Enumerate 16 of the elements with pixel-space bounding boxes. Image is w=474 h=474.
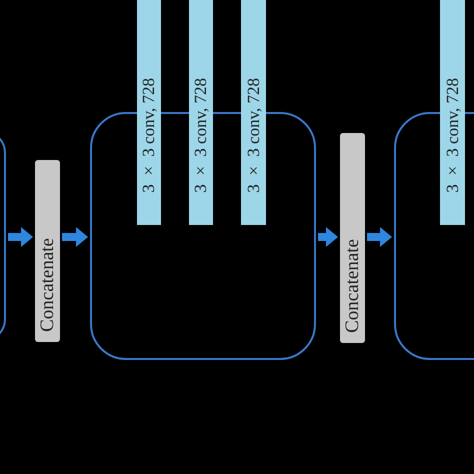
concatenate-bar (35, 160, 60, 342)
arrow (8, 227, 33, 247)
conv-bar (440, 0, 465, 225)
conv-bar (241, 0, 266, 225)
bar-label: Concatenate (36, 238, 58, 332)
conv-bar (189, 0, 213, 225)
arrow (367, 227, 392, 247)
bar-label: 3 × 3 conv, 728 (139, 78, 159, 193)
bar-label: 3 × 3 conv, 728 (244, 78, 264, 193)
arrow (62, 227, 88, 247)
conv-bar (137, 0, 161, 225)
bar-label: Concatenate (342, 239, 364, 333)
arrow (318, 227, 338, 247)
bar-label: 3 × 3 conv, 728 (442, 78, 462, 193)
bar-label: 3 × 3 conv, 728 (191, 78, 211, 193)
concatenate-bar (340, 133, 365, 343)
